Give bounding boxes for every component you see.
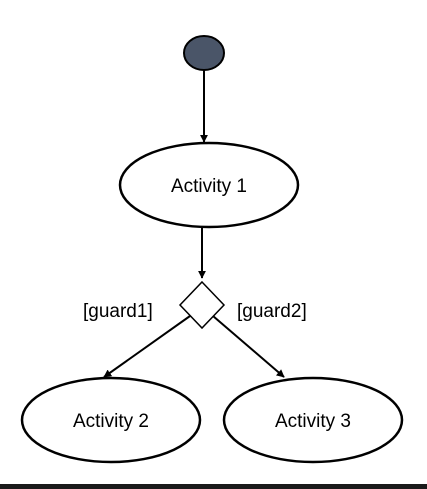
guard2-label: [guard2] bbox=[237, 301, 307, 322]
activity-1-label: Activity 1 bbox=[171, 176, 247, 197]
decision-node bbox=[178, 280, 226, 330]
edge-decision-to-activity-2 bbox=[103, 315, 191, 378]
guard1-label: [guard1] bbox=[83, 301, 153, 322]
initial-node bbox=[183, 35, 225, 71]
activity-3-label: Activity 3 bbox=[275, 411, 351, 432]
activity-2-node: Activity 2 bbox=[20, 376, 202, 464]
activity-3-node: Activity 3 bbox=[222, 376, 404, 464]
activity-2-label: Activity 2 bbox=[73, 411, 149, 432]
bottom-divider bbox=[0, 484, 427, 489]
edge-decision-to-activity-3 bbox=[212, 315, 285, 378]
activity-1-node: Activity 1 bbox=[118, 141, 300, 229]
